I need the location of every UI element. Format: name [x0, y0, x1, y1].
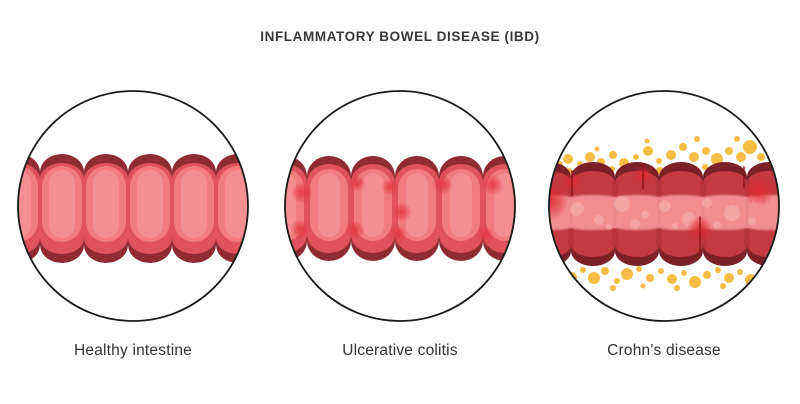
panel-crohns-disease: [547, 89, 781, 323]
fissure-cracks: [571, 164, 745, 253]
panel-healthy-intestine: [16, 89, 250, 323]
lumen-band-top-edge: [549, 193, 779, 199]
magnifier-circle-outline: [284, 90, 516, 322]
crohns-intestine-tube: [549, 129, 779, 293]
intestine-tube: [18, 154, 248, 263]
healthy-intestine-illustration: [17, 90, 249, 322]
ulcer-spots: [290, 174, 504, 244]
creeping-fat-dots-top: [555, 129, 777, 175]
haustra-highlights: [285, 173, 515, 237]
magnifier-circle-outline: [17, 90, 249, 322]
magnifier-circle-outline: [548, 90, 780, 322]
caption-ulcerative-colitis: Ulcerative colitis: [342, 342, 458, 359]
crohns-disease-illustration: [548, 90, 780, 322]
caption-healthy-intestine: Healthy intestine: [74, 342, 192, 359]
ulcerative-colitis-illustration: [284, 90, 516, 322]
haustra-highlights: [18, 170, 248, 238]
panel-ulcerative-colitis: [283, 89, 517, 323]
caption-crohns-disease: Crohn's disease: [607, 342, 721, 359]
lumen-band-bottom-edge: [549, 226, 779, 232]
inflamed-intestine-tube: [285, 156, 515, 261]
page-title: INFLAMMATORY BOWEL DISEASE (IBD): [260, 29, 540, 44]
